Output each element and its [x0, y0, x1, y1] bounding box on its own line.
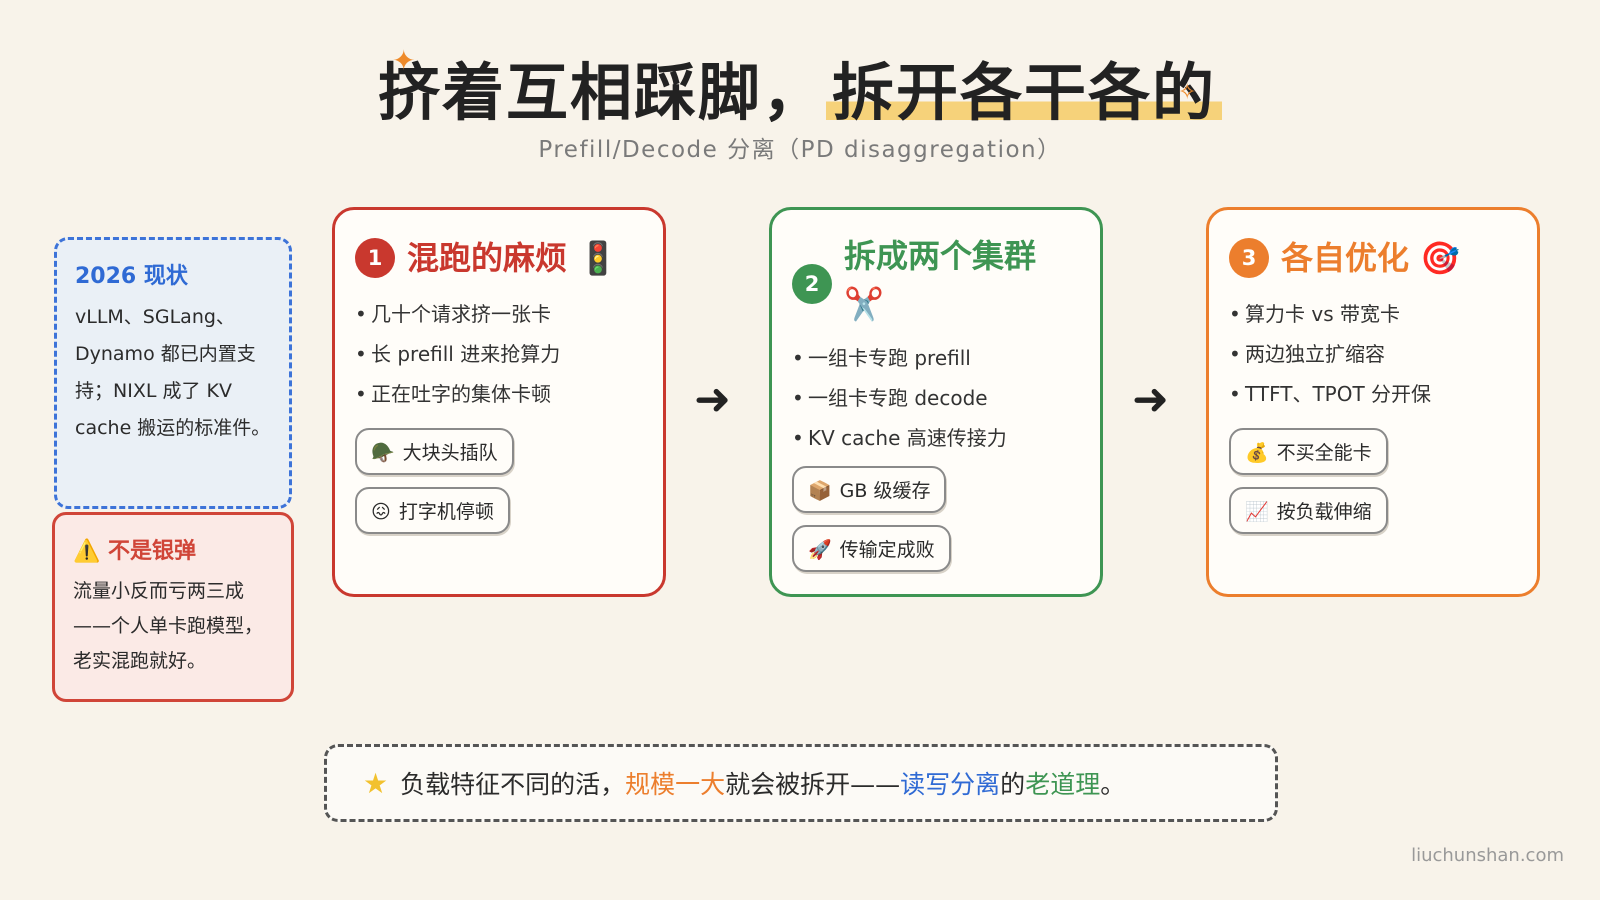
arrow-right-icon: ➜ — [1132, 374, 1169, 425]
summary-text: 的 — [1000, 770, 1026, 799]
bullet-item: 一组卡专跑 prefill — [792, 338, 1080, 378]
bullet-list: 一组卡专跑 prefill 一组卡专跑 decode KV cache 高速传接… — [792, 338, 1080, 458]
card-title: 拆成两个集群 ✂️ — [844, 237, 1037, 323]
star-icon: ★ — [363, 766, 389, 800]
arrow-right-icon: ➜ — [694, 374, 731, 425]
card-split-clusters: 2 拆成两个集群 ✂️ 一组卡专跑 prefill 一组卡专跑 decode K… — [769, 207, 1103, 597]
chart-up-icon: 📈 — [1245, 501, 1269, 523]
sparkle-icon: ✦ — [392, 44, 416, 77]
tag-chip: 📈 按负载伸缩 — [1229, 487, 1388, 534]
card-mixed-running: 1 混跑的麻烦 🚦 几十个请求挤一张卡 长 prefill 进来抢算力 正在吐字… — [332, 207, 666, 597]
status-text: vLLM、SGLang、Dynamo 都已内置支持；NIXL 成了 KV cac… — [75, 306, 271, 439]
chip-label: GB 级缓存 — [839, 480, 931, 502]
summary-text: 就会被拆开—— — [725, 770, 901, 799]
summary-highlight: 读写分离 — [900, 770, 1001, 799]
status-heading: 2026 现状 — [75, 264, 188, 289]
rocket-icon: 🚀 — [808, 539, 832, 561]
bullet-item: 两边独立扩缩容 — [1229, 334, 1517, 374]
tag-chip: 😖 打字机停顿 — [355, 487, 510, 534]
summary-highlight: 规模一大 — [625, 770, 726, 799]
chip-label: 传输定成败 — [839, 539, 935, 561]
summary-highlight: 老道理 — [1025, 770, 1101, 799]
sparkle-icon: ✧ — [1178, 80, 1197, 105]
step-number: 3 — [1229, 238, 1269, 278]
tag-chip: 💰 不买全能卡 — [1229, 428, 1388, 475]
card-title: 各自优化 🎯 — [1281, 239, 1460, 277]
bullet-list: 几十个请求挤一张卡 长 prefill 进来抢算力 正在吐字的集体卡顿 — [355, 294, 643, 414]
tag-chip: 📦 GB 级缓存 — [792, 466, 947, 513]
page-title: 挤着互相踩脚，拆开各干各的 — [0, 42, 1600, 132]
bullet-item: TTFT、TPOT 分开保 — [1229, 374, 1517, 414]
bullet-item: 算力卡 vs 带宽卡 — [1229, 294, 1517, 334]
step-number: 2 — [792, 264, 832, 304]
helmet-icon: 🪖 — [371, 442, 395, 464]
site-credit: liuchunshan.com — [1411, 845, 1564, 866]
subtitle: Prefill/Decode 分离（PD disaggregation） — [538, 137, 1062, 163]
warning-box: ⚠️ 不是银弹 流量小反而亏两三成——个人单卡跑模型，老实混跑就好。 — [52, 512, 294, 702]
bullet-list: 算力卡 vs 带宽卡 两边独立扩缩容 TTFT、TPOT 分开保 — [1229, 294, 1517, 414]
frustrated-face-icon: 😖 — [371, 501, 391, 523]
tag-chip: 🪖 大块头插队 — [355, 428, 514, 475]
bullet-item: 几十个请求挤一张卡 — [355, 294, 643, 334]
chip-label: 打字机停顿 — [398, 501, 494, 523]
bullet-item: KV cache 高速传接力 — [792, 418, 1080, 458]
title-part2: 拆开各干各的 — [826, 56, 1223, 129]
summary-banner: ★ 负载特征不同的活，规模一大就会被拆开——读写分离的老道理。 — [324, 744, 1278, 822]
step-number: 1 — [355, 238, 395, 278]
package-icon: 📦 — [808, 480, 832, 502]
chip-label: 大块头插队 — [402, 442, 498, 464]
summary-text: 。 — [1100, 770, 1126, 799]
tag-chip: 🚀 传输定成败 — [792, 525, 951, 572]
card-separate-optimization: 3 各自优化 🎯 算力卡 vs 带宽卡 两边独立扩缩容 TTFT、TPOT 分开… — [1206, 207, 1540, 597]
warning-text: 流量小反而亏两三成——个人单卡跑模型，老实混跑就好。 — [73, 580, 264, 672]
bullet-item: 正在吐字的集体卡顿 — [355, 374, 643, 414]
bullet-item: 一组卡专跑 decode — [792, 378, 1080, 418]
chip-label: 按负载伸缩 — [1276, 501, 1372, 523]
title-part1: 挤着互相踩脚， — [377, 56, 826, 129]
bullet-item: 长 prefill 进来抢算力 — [355, 334, 643, 374]
money-bag-icon: 💰 — [1245, 442, 1269, 464]
chip-label: 不买全能卡 — [1276, 442, 1372, 464]
warning-heading: ⚠️ 不是银弹 — [73, 539, 197, 564]
summary-text: 负载特征不同的活， — [400, 770, 626, 799]
status-box: 2026 现状 vLLM、SGLang、Dynamo 都已内置支持；NIXL 成… — [54, 237, 292, 509]
card-title: 混跑的麻烦 🚦 — [407, 239, 618, 277]
